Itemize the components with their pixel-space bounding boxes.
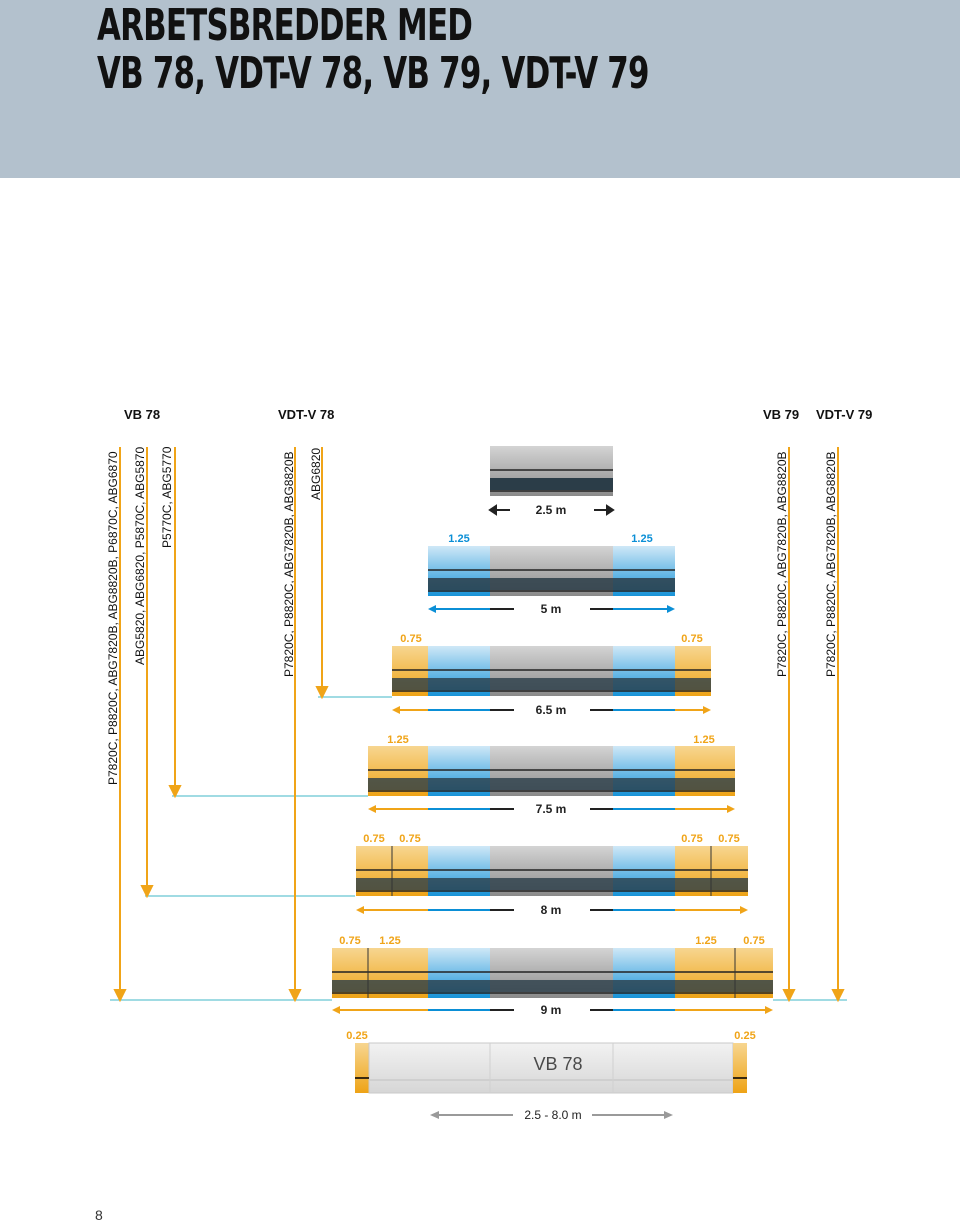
extension-label-1-25-left: 1.25 [448,533,469,545]
width-label-7-5: 7.5 m [536,802,567,816]
extension-orange-0-25-left [355,1043,369,1093]
screed-dark-band [392,678,711,690]
page-number: 8 [95,1207,103,1223]
width-label-8: 8 m [541,903,562,917]
extension-label-1-25: 1.25 [695,935,716,947]
column-heading-vdtv79: VDT-V 79 [816,407,873,422]
arrow-head [315,686,329,700]
config-8m: 0.75 0.75 0.75 0.75 8 m [356,833,748,917]
extension-label-1-25: 1.25 [379,935,400,947]
extension-label-0-75: 0.75 [363,833,384,845]
vb78-screed-body [368,1042,734,1094]
extension-label-1-25-right: 1.25 [693,734,714,746]
arrow-head [113,989,127,1003]
extension-label-0-75: 0.75 [718,833,739,845]
width-label-9: 9 m [541,1003,562,1017]
extension-label-0-75-right: 0.75 [681,633,702,645]
arrow-head [168,785,182,799]
extension-label-0-75: 0.75 [399,833,420,845]
arrow-head [288,989,302,1003]
width-label-2-5: 2.5 m [536,503,567,517]
extension-label-0-75: 0.75 [681,833,702,845]
extension-label-0-25-right: 0.25 [734,1030,755,1042]
config-2-5m: 2.5 m [488,446,615,517]
paver-arrows [113,447,845,1003]
arrow-head [782,989,796,1003]
screed-dark-band [356,878,748,890]
extension-label-1-25-left: 1.25 [387,734,408,746]
width-label-5: 5 m [541,602,562,616]
base-screed-vb78: 0.25 0.25 VB 78 2.5 - 8.0 m [346,1030,755,1122]
arrow-head [831,989,845,1003]
header-band [0,0,960,178]
config-6-5m: 0.75 0.75 6.5 m [392,633,711,717]
column-heading-vb78: VB 78 [124,407,161,422]
vb78-width-range: 2.5 - 8.0 m [524,1108,581,1122]
extension-label-0-25-left: 0.25 [346,1030,367,1042]
screed-dark-band [490,478,613,490]
arrow-head [140,885,154,899]
extension-label-0-75-left: 0.75 [400,633,421,645]
screed-dark-band [428,578,675,590]
width-label-6-5: 6.5 m [536,703,567,717]
extension-label-0-75: 0.75 [339,935,360,947]
extension-label-0-75: 0.75 [743,935,764,947]
page-title-line2: VB 78, VDT-V 78, VB 79, VDT-V 79 [97,48,649,99]
page-title-line1: ARBETSBREDDER MED [97,0,473,51]
extension-orange-0-25-right [733,1043,747,1093]
config-7-5m: 1.25 1.25 7.5 m [368,734,735,816]
screed-dark-band [332,980,773,992]
column-heading-vdtv78: VDT-V 78 [278,407,335,422]
config-5m: 1.25 1.25 5 m [428,533,675,616]
extension-label-1-25-right: 1.25 [631,533,652,545]
column-heading-vb79: VB 79 [763,407,800,422]
screed-dark-band [368,778,735,790]
vb78-screed-name: VB 78 [533,1054,582,1074]
config-9m: 0.75 1.25 1.25 0.75 9 m [332,935,773,1017]
